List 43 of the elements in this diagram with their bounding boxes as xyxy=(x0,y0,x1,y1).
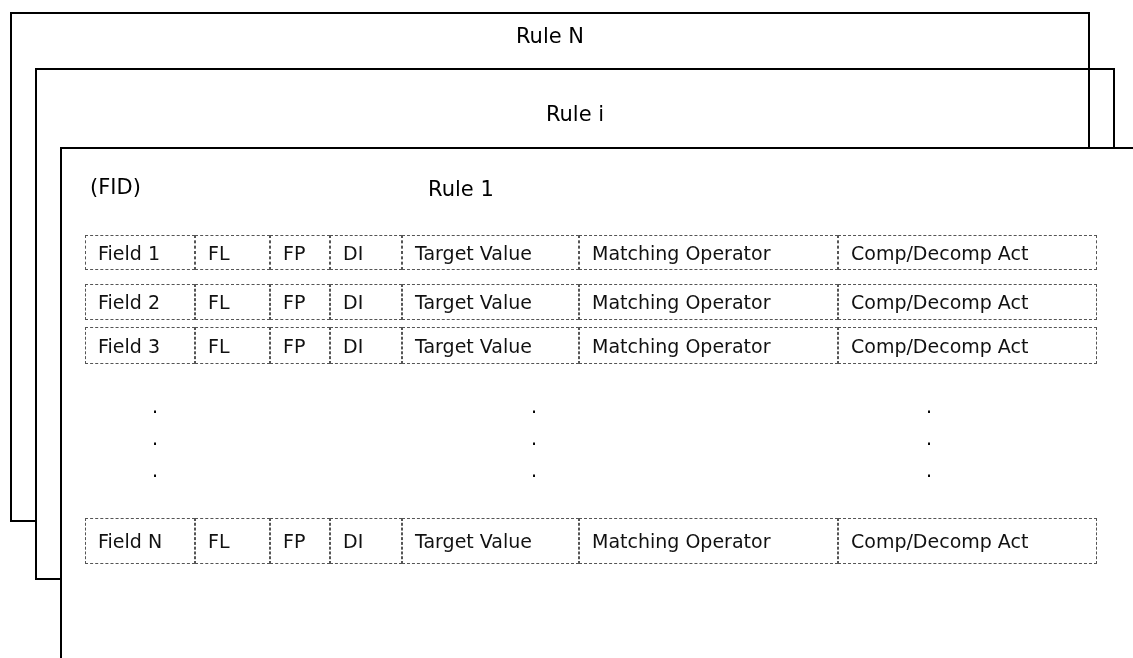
table-cell: Field 3 xyxy=(85,327,195,364)
ellipsis-dot: . xyxy=(152,459,159,481)
ellipsis-dot: . xyxy=(152,395,159,417)
ellipsis-dot: . xyxy=(531,427,538,449)
table-cell: FP xyxy=(270,284,330,320)
table-cell: Field 1 xyxy=(85,235,195,270)
table-cell: Comp/Decomp Act xyxy=(838,518,1097,564)
table-cell: Comp/Decomp Act xyxy=(838,235,1097,270)
fid-label: (FID) xyxy=(90,175,141,199)
table-cell: FL xyxy=(195,518,270,564)
table-cell: Matching Operator xyxy=(579,327,838,364)
table-cell: Field N xyxy=(85,518,195,564)
card-title: Rule N xyxy=(515,24,585,48)
table-cell: DI xyxy=(330,235,402,270)
ellipsis-dot: . xyxy=(152,427,159,449)
table-cell: DI xyxy=(330,327,402,364)
ellipsis-dot: . xyxy=(926,395,933,417)
ellipsis-dot: . xyxy=(531,459,538,481)
ellipsis-dot: . xyxy=(926,459,933,481)
ellipsis-dot: . xyxy=(926,427,933,449)
table-cell: Matching Operator xyxy=(579,235,838,270)
table-cell: FP xyxy=(270,327,330,364)
table-cell: Matching Operator xyxy=(579,284,838,320)
table-cell: Comp/Decomp Act xyxy=(838,327,1097,364)
table-cell: Target Value xyxy=(402,518,579,564)
table-cell: Target Value xyxy=(402,235,579,270)
table-cell: FL xyxy=(195,235,270,270)
ellipsis-dot: . xyxy=(531,395,538,417)
rule-card xyxy=(60,147,1133,658)
table-cell: Comp/Decomp Act xyxy=(838,284,1097,320)
table-cell: FL xyxy=(195,327,270,364)
table-cell: Target Value xyxy=(402,327,579,364)
table-cell: DI xyxy=(330,518,402,564)
table-cell: Field 2 xyxy=(85,284,195,320)
table-cell: FP xyxy=(270,235,330,270)
table-cell: FL xyxy=(195,284,270,320)
rule-card xyxy=(10,12,1090,68)
table-cell: Matching Operator xyxy=(579,518,838,564)
card-title: Rule 1 xyxy=(428,177,494,201)
table-cell: FP xyxy=(270,518,330,564)
table-cell: Target Value xyxy=(402,284,579,320)
table-cell: DI xyxy=(330,284,402,320)
card-title: Rule i xyxy=(545,102,605,126)
